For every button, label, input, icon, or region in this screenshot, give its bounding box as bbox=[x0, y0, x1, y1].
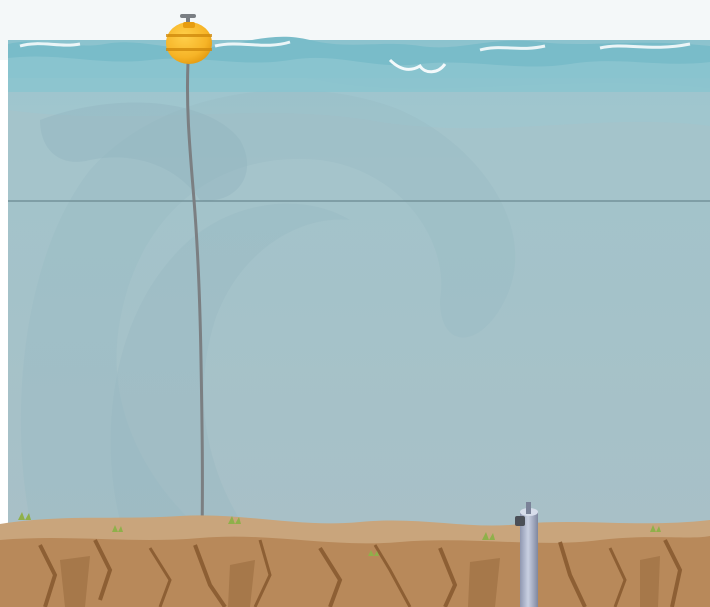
wave-foam-1 bbox=[20, 44, 80, 46]
seabed bbox=[0, 512, 710, 607]
